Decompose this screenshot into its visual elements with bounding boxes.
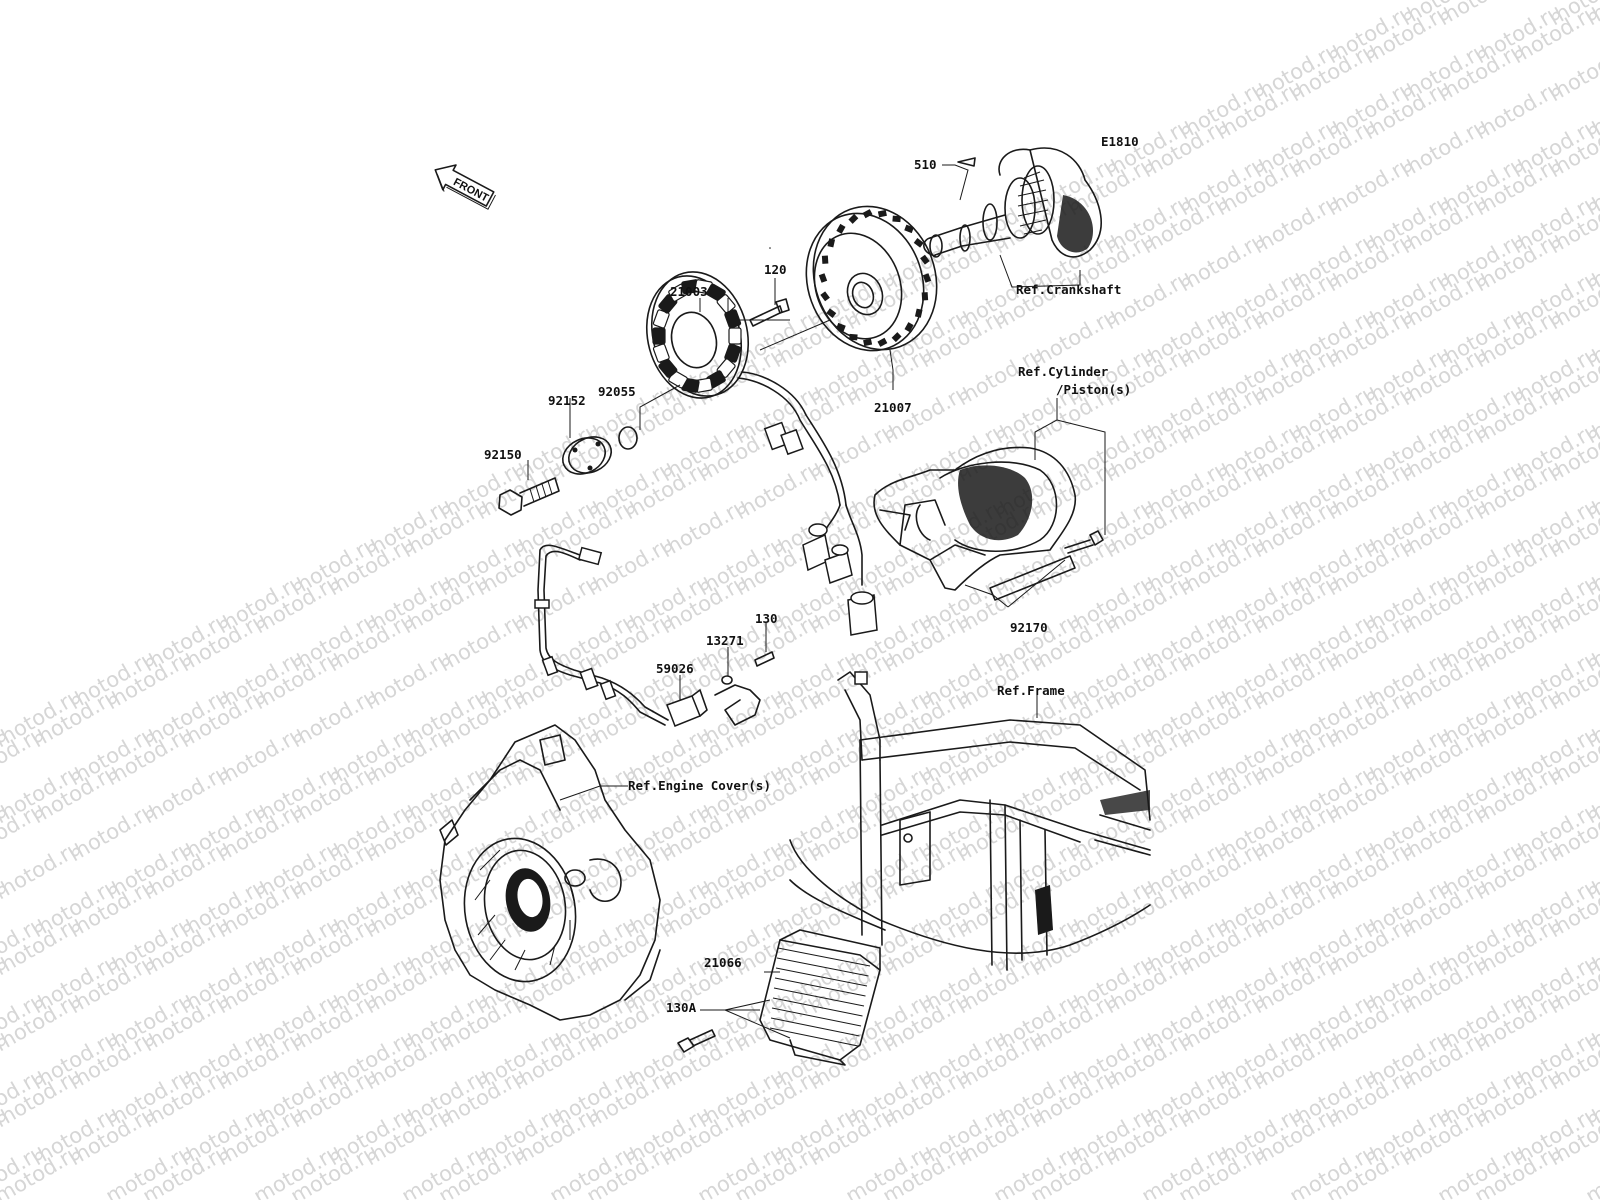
front-arrow-icon: FRONT — [434, 164, 496, 210]
stator-pole — [652, 343, 670, 363]
diagram-code: E1810 — [1101, 134, 1139, 149]
rotor-slot — [848, 213, 859, 224]
ref-cylinder-line1: Ref.Cylinder — [1018, 364, 1109, 379]
regulator-fin — [773, 987, 865, 1007]
part-label-59026: 59026 — [656, 661, 694, 676]
part-label-21066: 21066 — [704, 955, 742, 970]
woodruff-key-510 — [957, 157, 976, 167]
rotor-slot — [862, 209, 873, 219]
leader-lines — [527, 164, 1106, 1039]
rotor-slot — [820, 291, 830, 302]
regulator-fin — [772, 997, 863, 1017]
ref-engine-cover: Ref.Engine Cover(s) — [628, 778, 771, 793]
labels: E1810 510 Ref.Crankshaft 120 21003 21007… — [484, 134, 1139, 1015]
part-label-130A: 130A — [666, 1000, 697, 1015]
part-label-120: 120 — [764, 262, 787, 277]
rotor-slot — [921, 292, 929, 301]
regulator-fin — [776, 957, 869, 977]
rotor-slot — [849, 333, 858, 341]
rotor-slot — [821, 255, 829, 264]
rotor-slot — [904, 322, 914, 333]
regulator-fin — [770, 1017, 860, 1037]
part-label-92170: 92170 — [1010, 620, 1048, 635]
regulator-fin — [775, 967, 868, 987]
part-label-21003: 21003 — [670, 284, 708, 299]
cylinder-drawing — [873, 446, 1077, 591]
rotor-21007-drawing — [805, 205, 938, 352]
regulator-fin — [774, 977, 866, 997]
rotor-slot — [891, 332, 902, 343]
washer-92152 — [562, 436, 612, 475]
regulator-fin — [769, 1027, 859, 1047]
bolt-92170 — [989, 530, 1104, 601]
bolt-130A — [677, 1029, 716, 1053]
stator-harness-drawing — [737, 371, 878, 636]
bolt-120 — [749, 298, 790, 327]
bolt-92150 — [498, 477, 560, 516]
frame-drawing — [789, 671, 1151, 971]
regulator-fin — [777, 947, 871, 967]
o-ring-92055 — [618, 426, 638, 450]
part-label-21007: 21007 — [874, 400, 912, 415]
part-label-510: 510 — [914, 157, 937, 172]
part-label-92055: 92055 — [598, 384, 636, 399]
rotor-slot — [914, 308, 923, 318]
ref-cylinder-line2: /Piston(s) — [1056, 382, 1131, 397]
rotor-slot — [827, 238, 836, 248]
part-label-13271: 13271 — [706, 633, 744, 648]
engine-cover-drawing — [439, 724, 661, 1021]
stator-pole — [716, 294, 736, 314]
rotor-slot — [818, 273, 828, 283]
ref-frame: Ref.Frame — [997, 683, 1065, 698]
rotor-slot — [913, 238, 924, 248]
sensor-harness-drawing — [534, 544, 775, 727]
rotor-slot — [892, 215, 901, 223]
stator-pole — [658, 358, 678, 378]
ref-crankshaft: Ref.Crankshaft — [1016, 282, 1121, 297]
rotor-slot — [877, 337, 888, 347]
rotor-slot — [922, 273, 932, 283]
stator-pole — [724, 309, 742, 329]
rotor-slot — [836, 322, 846, 332]
stator-21003-drawing — [645, 271, 750, 399]
part-label-92150: 92150 — [484, 447, 522, 462]
regulator-21066-drawing — [759, 929, 881, 1066]
rotor-slot — [863, 338, 873, 347]
part-label-92152: 92152 — [548, 393, 586, 408]
rotor-slot — [904, 224, 914, 234]
rotor-slot — [877, 209, 887, 218]
crankshaft-drawing — [769, 147, 1102, 258]
stator-pole — [728, 327, 742, 345]
regulator-fin — [771, 1007, 862, 1027]
rotor-slot — [836, 223, 846, 234]
rotor-slot — [920, 254, 930, 265]
stator-pole — [652, 327, 666, 345]
rotor-slot — [826, 308, 837, 318]
part-label-130: 130 — [755, 611, 778, 626]
